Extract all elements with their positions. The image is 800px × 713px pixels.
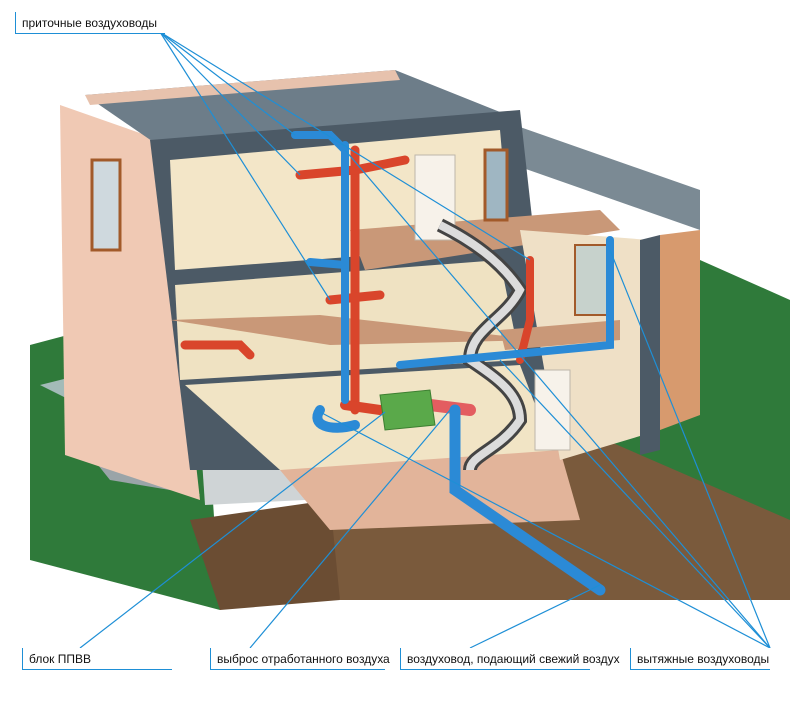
exhaust-right-run — [396, 236, 614, 369]
upper-door — [414, 154, 456, 241]
supply-branch-middle — [325, 290, 385, 305]
label-supply-ducts: приточные воздуховоды — [15, 12, 165, 34]
callout-lines — [79, 31, 771, 649]
supply-to-unit — [340, 400, 385, 415]
upper-window — [483, 148, 509, 222]
label-exhaust-ducts: вытяжные воздуховоды — [630, 648, 770, 670]
side-wing-roof — [500, 120, 700, 230]
label-fresh-air-duct: воздуховод, подающий свежий воздух — [400, 648, 620, 670]
exhaust-duct-network — [291, 131, 614, 596]
exhaust-branch-middle — [306, 258, 349, 269]
label-ahu-unit: блок ППВВ — [22, 648, 172, 670]
supply-right — [516, 256, 534, 364]
exhaust-branch-upper — [291, 131, 349, 154]
supply-branch-upper — [295, 155, 410, 180]
right-wing-frame — [640, 235, 660, 455]
tile-column — [660, 230, 700, 430]
soil-strip — [190, 500, 340, 610]
mid-window — [574, 244, 611, 316]
label-exhaust-outlet: выброс отработанного воздуха — [210, 648, 390, 670]
ground-floor-room — [185, 365, 560, 470]
lower-door — [534, 369, 571, 451]
supply-duct-network — [180, 145, 534, 416]
left-window — [90, 158, 122, 252]
roof-edge — [85, 70, 400, 105]
supply-outlet — [424, 399, 476, 416]
ground-floor-tiles — [280, 450, 580, 530]
fresh-air-duct — [449, 404, 606, 596]
ahu-unit-box — [379, 389, 436, 431]
supply-branch-lower — [180, 340, 255, 360]
